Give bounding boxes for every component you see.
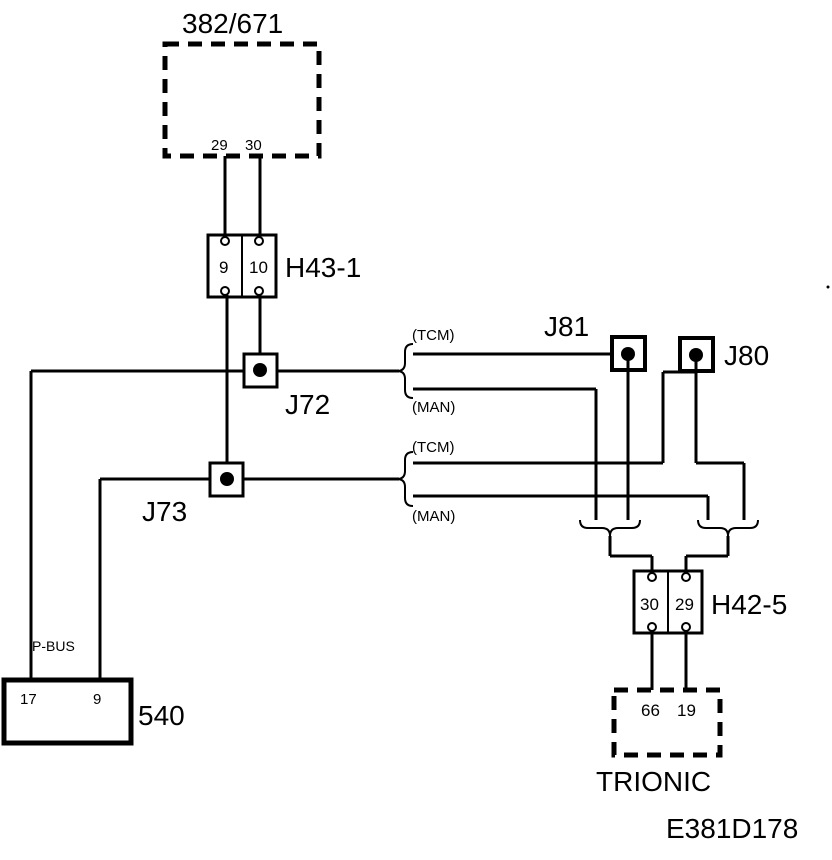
connector-h43-1: 9 10 H43-1 (206, 233, 361, 299)
connector-h42-5-pin-30: 30 (640, 595, 659, 614)
module-trionic-label: TRIONIC (596, 766, 711, 797)
module-trionic: 66 19 TRIONIC (596, 687, 723, 797)
module-trionic-pin-66: 66 (641, 701, 660, 720)
connector-h43-1-label: H43-1 (285, 252, 361, 283)
merge-brace-right (684, 519, 759, 573)
splice-j73: J73 (142, 461, 245, 527)
module-382-671-pin-30: 30 (245, 137, 262, 154)
splice-j81: J81 (544, 311, 647, 372)
figure-id: E381D178 (666, 813, 798, 844)
module-trionic-pin-19: 19 (677, 701, 696, 720)
module-540-pin-17: 17 (20, 691, 37, 708)
lower-man-label: (MAN) (412, 508, 455, 525)
module-540-pin-9: 9 (93, 691, 101, 708)
connector-h42-5-label: H42-5 (711, 589, 787, 620)
connector-h42-5-pin-29: 29 (675, 595, 694, 614)
lower-tcm-label: (TCM) (412, 439, 454, 456)
connector-h43-1-pin-10: 10 (249, 258, 268, 277)
module-382-671-label: 382/671 (182, 8, 283, 39)
module-540: P-BUS 17 9 540 (1, 638, 185, 746)
stray-dot (826, 285, 830, 289)
splice-j73-label: J73 (142, 496, 187, 527)
lower-option-brace: (TCM) (MAN) (396, 439, 455, 525)
merge-brace-left (579, 519, 654, 573)
module-382-671-pin-29: 29 (211, 137, 228, 154)
splice-j80-label: J80 (724, 340, 769, 371)
module-382-671: 382/671 29 30 (162, 8, 322, 159)
connector-h43-1-pin-9: 9 (219, 258, 228, 277)
p-bus-label: P-BUS (32, 638, 75, 654)
upper-tcm-label: (TCM) (412, 327, 454, 344)
module-540-label: 540 (138, 700, 185, 731)
connector-h42-5: 30 29 H42-5 (632, 569, 787, 635)
upper-option-brace: (TCM) (MAN) (396, 327, 455, 416)
splice-j80: J80 (678, 336, 769, 373)
splice-j81-label: J81 (544, 311, 589, 342)
splice-j72-label: J72 (285, 389, 330, 420)
upper-man-label: (MAN) (412, 399, 455, 416)
splice-j72: J72 (242, 352, 330, 420)
